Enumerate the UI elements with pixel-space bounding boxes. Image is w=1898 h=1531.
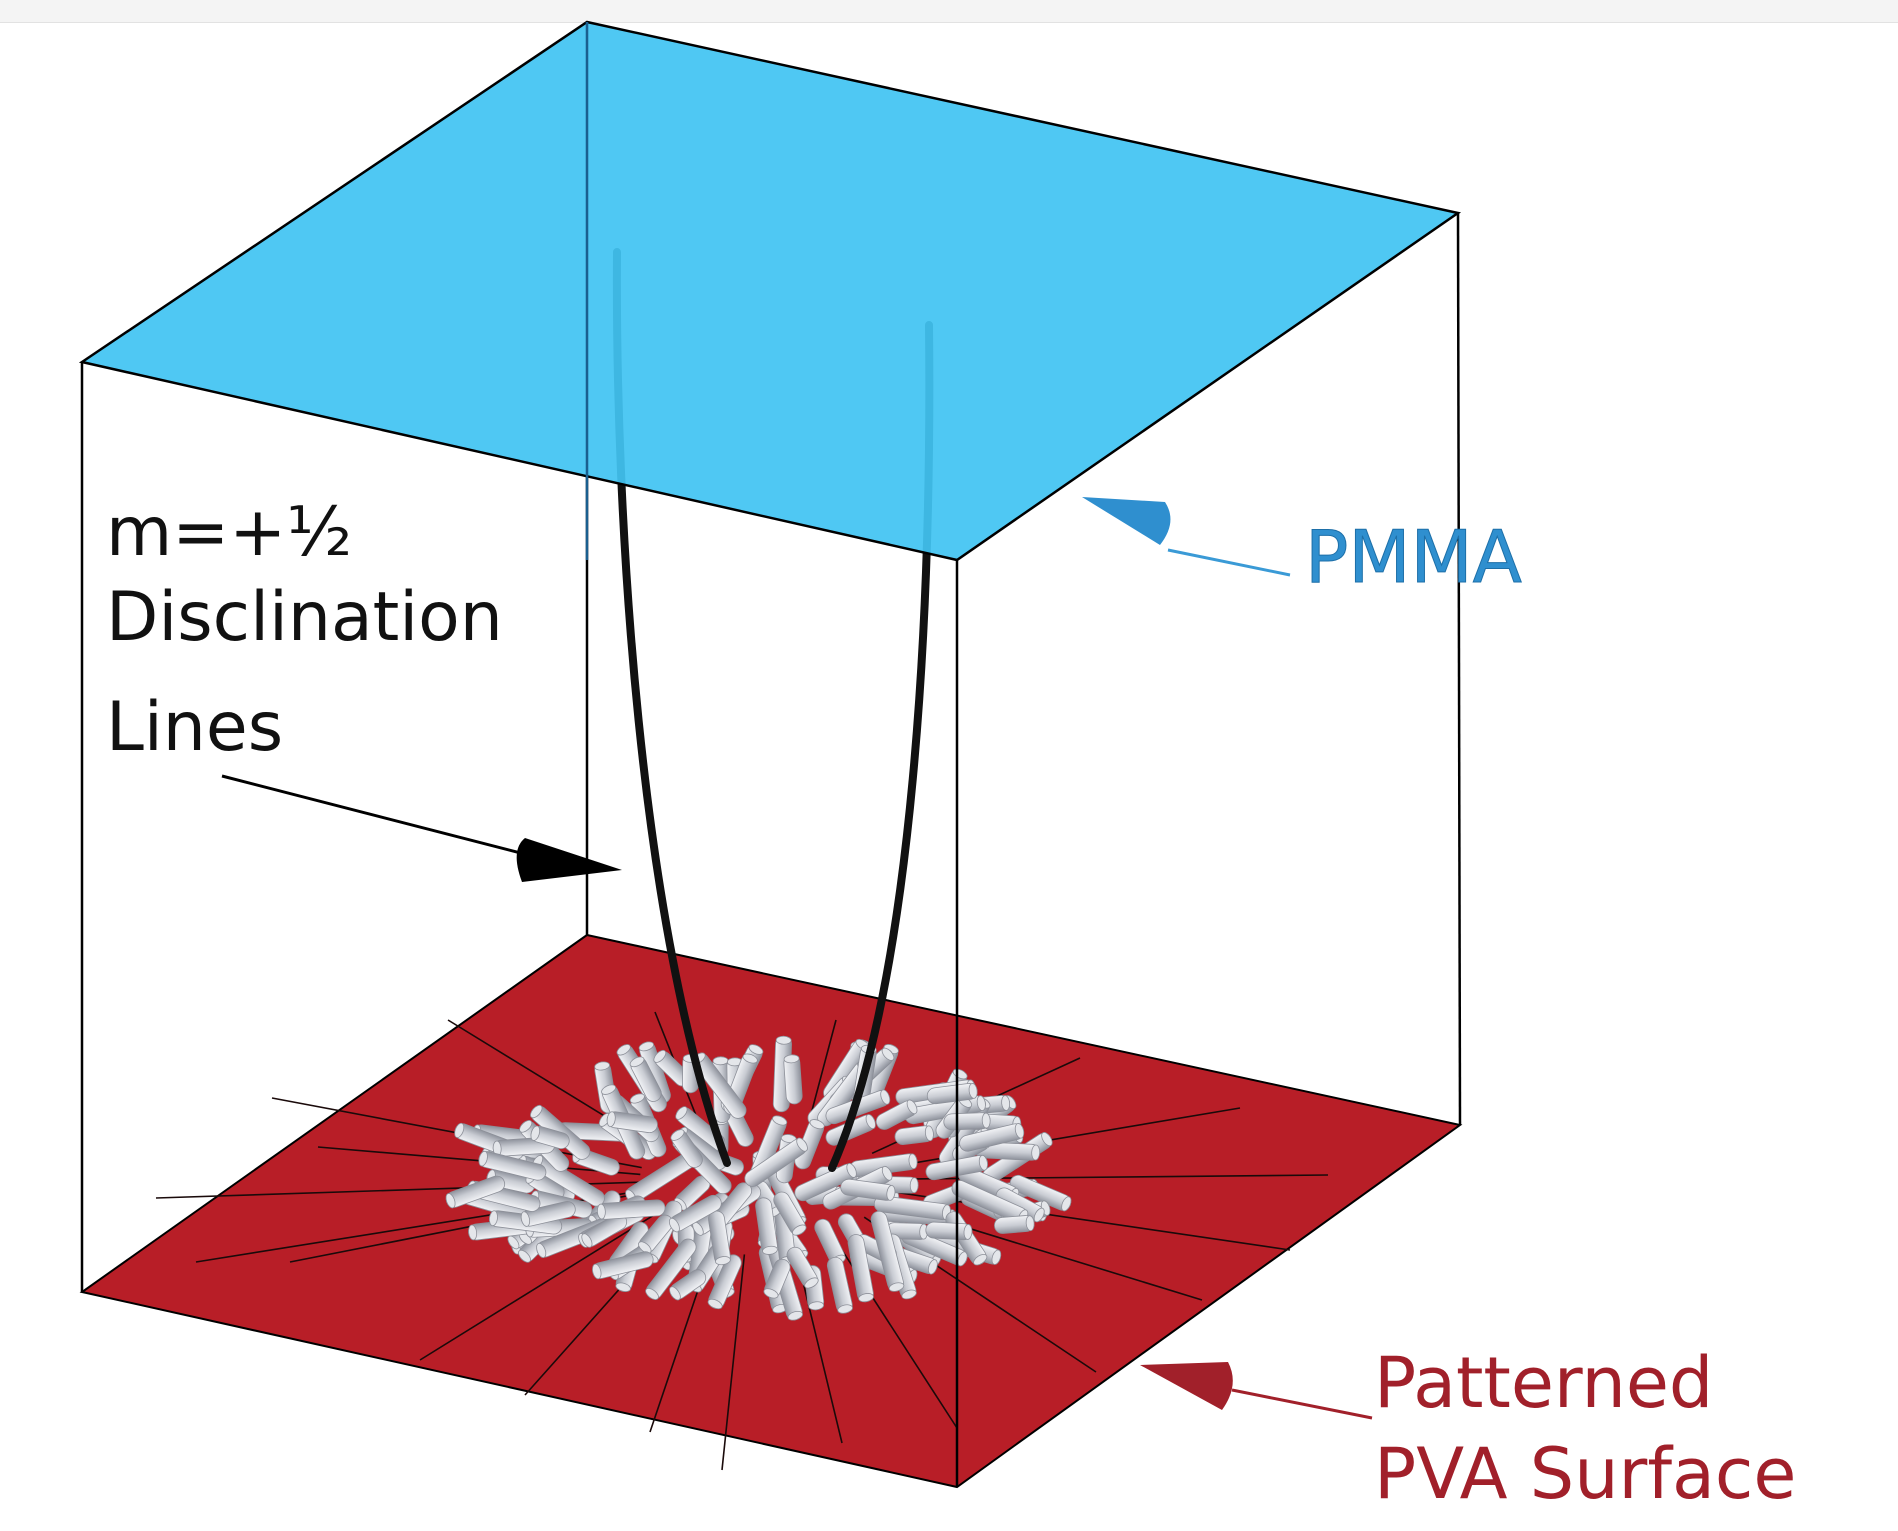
director-rod: [783, 1054, 803, 1105]
director-rod: [645, 1238, 697, 1300]
director-rod: [926, 1083, 978, 1105]
director-rod: [668, 1194, 722, 1233]
director-rod: [445, 1175, 506, 1209]
director-rod: [959, 1123, 1025, 1152]
radial-pattern-line: [878, 1107, 1241, 1170]
pmma-label: PMMA: [1305, 515, 1522, 599]
director-rod: [894, 1125, 934, 1145]
director-rod: [606, 1111, 658, 1134]
director-rod: [786, 1246, 819, 1289]
director-rod: [870, 1210, 905, 1292]
director-rod: [592, 1251, 654, 1280]
radial-pattern-line: [419, 1214, 655, 1361]
pmma-arrow: [1082, 497, 1291, 577]
radial-pattern-line: [721, 1254, 746, 1471]
director-rod: [925, 1221, 973, 1241]
radial-pattern-line: [879, 1174, 1329, 1181]
director-rod: [1009, 1174, 1072, 1212]
director-rod: [763, 1258, 791, 1299]
cube-front-edges: [80, 212, 1462, 1487]
director-rod: [875, 1099, 918, 1130]
disclination-label-line-2: Disclination: [106, 578, 503, 657]
director-rod: [773, 1191, 807, 1236]
director-rod: [994, 1215, 1035, 1234]
director-rod: [596, 1199, 666, 1220]
director-rod: [744, 1137, 808, 1187]
disclination-arrow: [221, 774, 622, 882]
director-rod: [873, 1195, 951, 1221]
pva-label-line-1: Patterned: [1374, 1342, 1713, 1424]
director-rod: [794, 1162, 857, 1202]
director-rod: [707, 1254, 742, 1310]
director-rod: [638, 1214, 674, 1254]
disclination-label-line-1: m=+½: [106, 493, 352, 572]
top-strip: [0, 0, 1898, 23]
director-rod: [530, 1125, 570, 1150]
director-rod: [708, 1210, 731, 1266]
director-rod: [520, 1201, 576, 1227]
pva-label-line-2: PVA Surface: [1374, 1433, 1796, 1515]
director-rod: [995, 1187, 1045, 1223]
director-rod: [629, 1056, 662, 1102]
director-rod: [840, 1178, 896, 1201]
disclination-label-line-3: Lines: [106, 688, 283, 767]
director-rod: [670, 1129, 703, 1168]
director-rod: [755, 1197, 778, 1255]
director-rod: [943, 1112, 991, 1131]
director-rod: [653, 1049, 691, 1087]
director-rod: [847, 1234, 874, 1303]
pva-arrow: [1140, 1362, 1373, 1420]
director-rod: [669, 1269, 707, 1301]
director-rod: [826, 1256, 853, 1314]
radial-pattern-line: [810, 1019, 837, 1113]
pmma-top-plane: [78, 20, 1462, 562]
director-rod: [478, 1150, 547, 1181]
